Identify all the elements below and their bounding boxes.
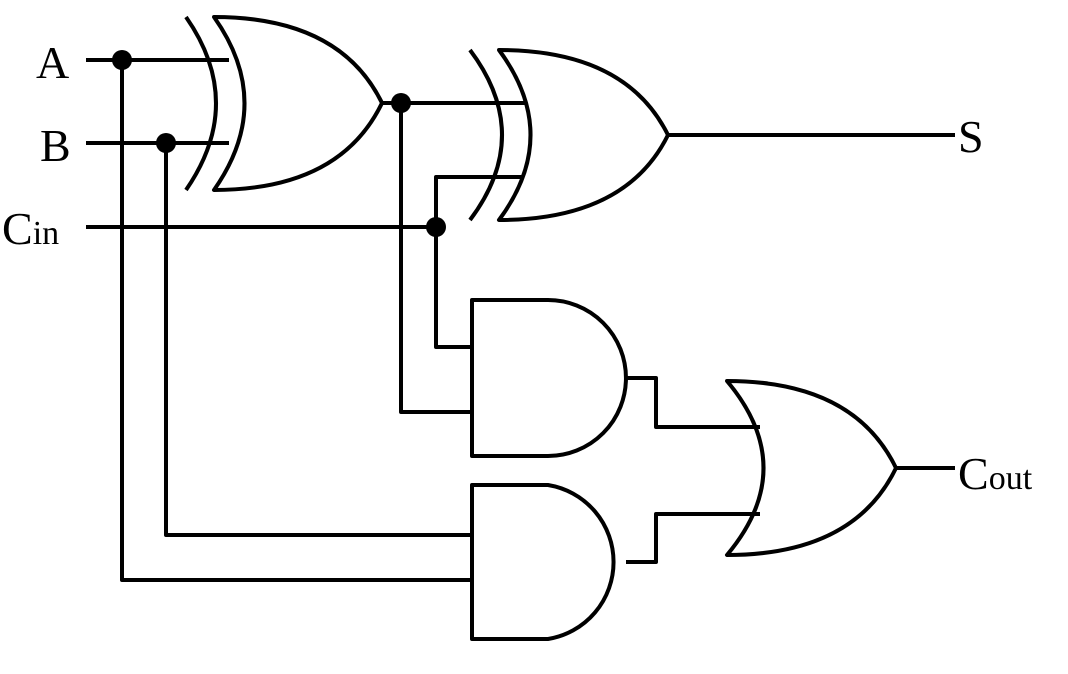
wire-axorb-to-and1	[399, 103, 472, 414]
input-label-b: B	[40, 120, 71, 171]
output-label-cout-sub: out	[989, 460, 1033, 497]
xor-gate-2	[468, 48, 670, 222]
input-label-cin: Cin	[2, 203, 59, 254]
input-label-cin-sub: in	[33, 215, 59, 252]
or-gate	[725, 379, 898, 557]
junction-dot-b	[156, 133, 176, 153]
and-gate-1	[470, 298, 628, 458]
xor-gate-1-extra-arc	[184, 15, 218, 192]
junction-dot-axorb	[391, 93, 411, 113]
xor-gate-2-extra-arc	[468, 48, 504, 222]
output-label-sum: S	[958, 111, 984, 162]
xor-gate-2-body	[497, 48, 670, 222]
xor-gate-1	[184, 15, 384, 192]
input-label-a: A	[36, 37, 69, 88]
wire-b-to-and2	[164, 143, 472, 537]
wire-cin-to-and1	[434, 227, 472, 349]
wire-cin-to-xor2	[434, 175, 523, 227]
input-label-cin-main: C	[2, 203, 33, 254]
xor-gate-1-body	[212, 15, 384, 192]
wire-a-to-and2	[120, 60, 472, 582]
wire-and1-to-or	[626, 376, 760, 429]
output-label-cout-main: C	[958, 448, 989, 499]
wire-and2-to-or	[626, 512, 760, 564]
and-gate-2	[470, 483, 616, 641]
junction-dot-a	[112, 50, 132, 70]
output-label-cout: Cout	[958, 448, 1033, 499]
junction-dot-cin	[426, 217, 446, 237]
